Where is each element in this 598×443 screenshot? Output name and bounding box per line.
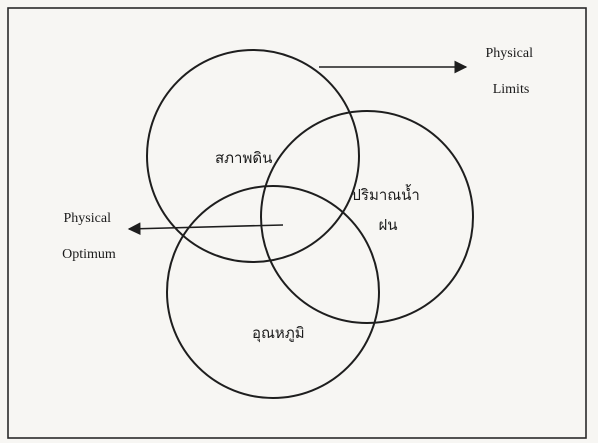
arrow-physical-optimum	[127, 222, 284, 236]
circle-temperature	[166, 185, 380, 399]
label-physical-limits: Physical Limits	[486, 46, 537, 97]
label-physical-optimum: Physical Optimum	[62, 211, 116, 262]
label-temperature: อุณหภูมิ	[252, 324, 305, 343]
circle-soil	[146, 49, 360, 263]
diagram-frame	[7, 7, 587, 439]
label-soil: สภาพดิน	[215, 149, 272, 167]
circle-rainfall	[260, 110, 474, 324]
label-rainfall: ปริมาณน้ำ ฝน	[351, 184, 424, 234]
